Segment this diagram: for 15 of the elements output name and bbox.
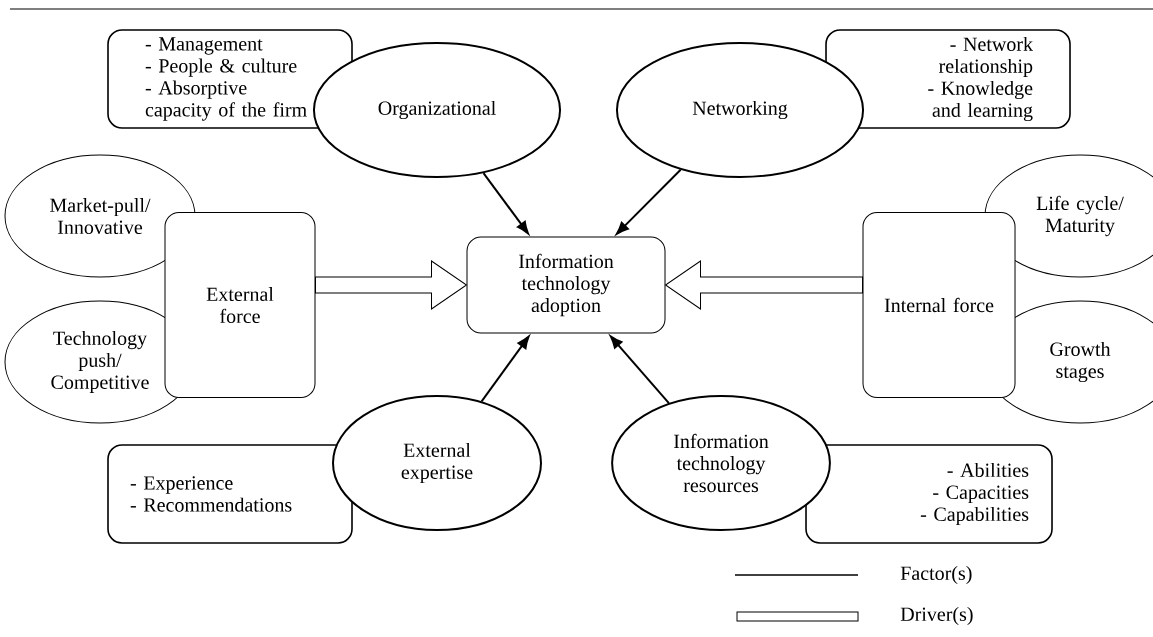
driver-arrow <box>665 260 863 310</box>
list-box: - Network relationship - Knowledge and learning <box>825 29 1071 129</box>
arrow <box>480 335 530 403</box>
list-box: - Management - People & culture - Absorptive capacity of the firm <box>107 29 353 129</box>
arrow <box>616 168 682 235</box>
driver-box: Internal force <box>862 212 1016 398</box>
process-box: Information technology adoption <box>466 236 666 334</box>
list-box: - Abilities - Capacities - Capabilities <box>805 444 1053 544</box>
driver-arrow <box>315 260 467 310</box>
arrow <box>482 172 529 235</box>
list-box: - Experience - Recommendations <box>107 444 353 544</box>
legend-label: Factor(s) <box>900 565 972 585</box>
legend-label: Driver(s) <box>900 606 973 626</box>
driver-box: External force <box>164 212 316 398</box>
arrow <box>609 335 670 405</box>
